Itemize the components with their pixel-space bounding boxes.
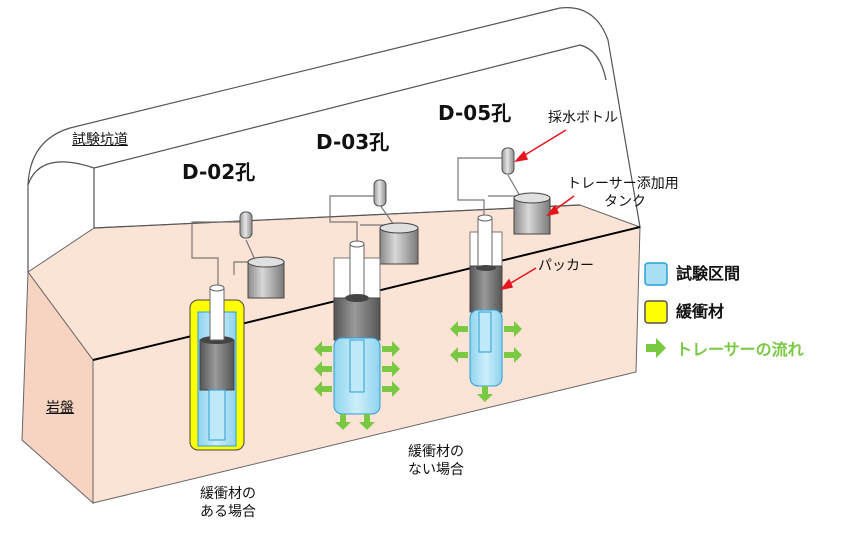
tracer-flow-arrows — [314, 321, 522, 430]
flow-arrow-icon — [382, 381, 400, 397]
with-buffer-label-line2: ある場合 — [200, 504, 256, 520]
flow-arrow-icon — [450, 347, 468, 363]
hole-label-d05: D-05孔 — [438, 101, 512, 125]
with-buffer-label-line1: 緩衝材の — [200, 486, 256, 502]
equipment-d02 — [189, 211, 285, 451]
legend-buffer-material: 緩衝材 — [676, 302, 725, 321]
flow-arrow-icon — [382, 361, 400, 377]
test-section-swatch — [644, 262, 668, 286]
green-arrow-icon — [646, 338, 666, 358]
equipment-d05 — [457, 147, 551, 387]
hole-label-d02: D-02孔 — [182, 160, 256, 184]
flow-arrow-icon — [335, 414, 351, 430]
flow-arrow-icon — [504, 321, 522, 337]
flow-arrow-icon — [382, 341, 400, 357]
without-buffer-label-line1: 緩衝材の — [408, 444, 464, 460]
tracer-tank-label-line1: トレーサー添加用 — [567, 176, 679, 192]
tracer-tank-label-line2: タンク — [604, 194, 646, 210]
equipment-d03 — [329, 179, 419, 415]
legend-tracer-flow: トレーサーの流れ — [676, 340, 804, 359]
pointer-arrows — [500, 129, 575, 291]
flow-arrow-icon — [359, 414, 375, 430]
without-buffer-label-line2: ない場合 — [408, 462, 464, 478]
flow-arrow-icon — [504, 347, 522, 363]
flow-arrow-icon — [314, 361, 332, 377]
flow-arrow-icon — [477, 386, 493, 402]
legend-test-section: 試験区間 — [676, 264, 741, 283]
hole-label-d03: D-03孔 — [316, 130, 390, 154]
packer-label: パッカー — [538, 258, 594, 274]
rock-label: 岩盤 — [46, 400, 74, 416]
buffer-material-swatch — [644, 300, 668, 324]
sampling-bottle-label: 採水ボトル — [548, 110, 618, 126]
flow-arrow-icon — [314, 381, 332, 397]
flow-arrow-icon — [450, 321, 468, 337]
tunnel-label: 試験坑道 — [72, 132, 128, 148]
flow-arrow-icon — [314, 341, 332, 357]
